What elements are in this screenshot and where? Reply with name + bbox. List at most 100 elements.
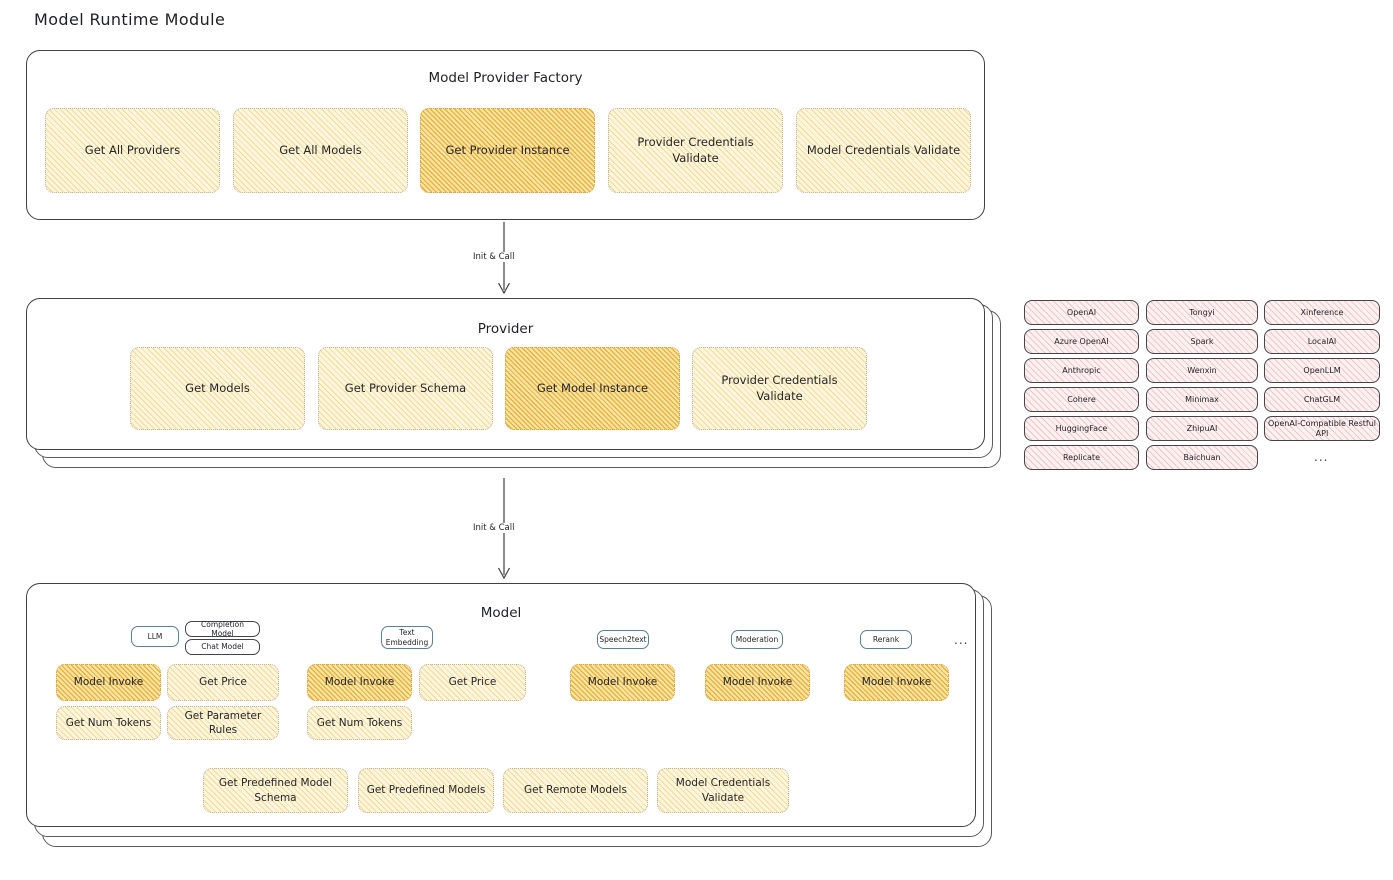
badge-text-embedding[interactable]: Text Embedding — [381, 626, 433, 649]
badge-label: Speech2text — [599, 634, 647, 644]
chip-label: LocalAI — [1307, 336, 1337, 346]
node-text-embedding-get-num-tokens[interactable]: Get Num Tokens — [307, 706, 412, 740]
provider-chip-cohere[interactable]: Cohere — [1024, 387, 1139, 412]
chip-label: OpenAI-Compatible Restful API — [1268, 418, 1376, 438]
node-speech2text-model-invoke[interactable]: Model Invoke — [570, 664, 675, 701]
node-label: Get Remote Models — [524, 784, 627, 797]
chip-label: Cohere — [1067, 394, 1096, 404]
badge-rerank[interactable]: Rerank — [860, 630, 912, 649]
provider-chip-wenxin[interactable]: Wenxin — [1146, 358, 1258, 383]
node-rerank-model-invoke[interactable]: Model Invoke — [844, 664, 949, 701]
node-text-embedding-model-invoke[interactable]: Model Invoke — [307, 664, 412, 701]
chip-label: Spark — [1190, 336, 1214, 346]
node-get-remote-models[interactable]: Get Remote Models — [503, 768, 648, 813]
chip-label: HuggingFace — [1055, 423, 1108, 433]
node-provider-credentials-validate[interactable]: Provider Credentials Validate — [608, 108, 783, 193]
node-llm-get-num-tokens[interactable]: Get Num Tokens — [56, 706, 161, 740]
provider-list: OpenAI Azure OpenAI Anthropic Cohere Hug… — [1024, 300, 1380, 475]
provider-chip-openai-compatible-restful-api[interactable]: OpenAI-Compatible Restful API — [1264, 416, 1380, 441]
node-label: Get Model Instance — [536, 380, 649, 395]
chip-label: OpenLLM — [1303, 365, 1341, 375]
node-label: Get Num Tokens — [65, 716, 152, 729]
chip-label: Tongyi — [1189, 307, 1215, 317]
connector-label-init-call-1: Init & Call — [470, 252, 518, 262]
node-label: Model Credentials Validate — [806, 142, 961, 157]
provider-chip-tongyi[interactable]: Tongyi — [1146, 300, 1258, 325]
node-get-predefined-models[interactable]: Get Predefined Models — [358, 768, 494, 813]
node-label: Get Price — [448, 676, 497, 689]
chip-label: OpenAI — [1066, 307, 1097, 317]
node-get-models[interactable]: Get Models — [130, 347, 305, 430]
node-provider-credentials-validate-2[interactable]: Provider Credentials Validate — [692, 347, 867, 430]
chip-label: Anthropic — [1062, 365, 1101, 375]
node-label: Model Invoke — [324, 676, 395, 689]
node-label: Get Provider Schema — [344, 380, 467, 395]
provider-chip-replicate[interactable]: Replicate — [1024, 445, 1139, 470]
node-moderation-model-invoke[interactable]: Model Invoke — [705, 664, 810, 701]
chip-label: Xinference — [1300, 307, 1344, 317]
badge-completion-model[interactable]: Completion Model — [185, 619, 260, 638]
provider-chip-anthropic[interactable]: Anthropic — [1024, 358, 1139, 383]
node-label: Get Models — [185, 380, 250, 395]
badge-label: Text Embedding — [385, 628, 429, 647]
badge-llm[interactable]: LLM — [131, 626, 179, 647]
node-llm-get-price[interactable]: Get Price — [167, 664, 279, 701]
node-label: Provider Credentials Validate — [721, 372, 838, 403]
node-label: Get Parameter Rules — [184, 709, 262, 736]
node-get-predefined-model-schema[interactable]: Get Predefined Model Schema — [203, 768, 348, 813]
node-label: Provider Credentials Validate — [637, 134, 754, 165]
node-label: Get All Providers — [84, 142, 181, 157]
node-get-provider-instance[interactable]: Get Provider Instance — [420, 108, 595, 193]
node-model-credentials-validate[interactable]: Model Credentials Validate — [796, 108, 971, 193]
provider-chip-minimax[interactable]: Minimax — [1146, 387, 1258, 412]
connector-label-init-call-2: Init & Call — [470, 523, 518, 533]
node-label: Get Predefined Model Schema — [218, 777, 333, 804]
chip-label: Azure OpenAI — [1054, 336, 1109, 346]
provider-chip-spark[interactable]: Spark — [1146, 329, 1258, 354]
provider-chip-xinference[interactable]: Xinference — [1264, 300, 1380, 325]
provider-chip-zhipuai[interactable]: ZhipuAI — [1146, 416, 1258, 441]
badge-moderation[interactable]: Moderation — [731, 630, 783, 649]
node-model-credentials-validate-3[interactable]: Model Credentials Validate — [657, 768, 789, 813]
badge-label: Completion Model — [201, 619, 244, 638]
panel-title-provider: Provider — [477, 321, 534, 337]
node-get-model-instance[interactable]: Get Model Instance — [505, 347, 680, 430]
provider-chip-azure-openai[interactable]: Azure OpenAI — [1024, 329, 1139, 354]
node-text-embedding-get-price[interactable]: Get Price — [419, 664, 526, 701]
page-title: Model Runtime Module — [34, 10, 226, 29]
badge-speech2text[interactable]: Speech2text — [597, 630, 649, 649]
panel-title-model: Model — [480, 605, 522, 621]
chip-label: Wenxin — [1187, 365, 1217, 375]
panel-title-model-provider-factory: Model Provider Factory — [428, 70, 583, 86]
node-get-provider-schema[interactable]: Get Provider Schema — [318, 347, 493, 430]
badge-chat-model[interactable]: Chat Model — [185, 639, 260, 655]
chip-label: ZhipuAI — [1186, 423, 1218, 433]
node-label: Get Price — [199, 676, 247, 689]
badge-label: LLM — [147, 631, 163, 641]
node-label: Model Credentials Validate — [675, 777, 771, 804]
provider-chip-localai[interactable]: LocalAI — [1264, 329, 1380, 354]
node-label: Model Invoke — [722, 676, 793, 689]
panel-provider: Provider Get Models Get Provider Schema … — [26, 298, 985, 450]
node-label: Get All Models — [279, 142, 362, 157]
chip-label: Replicate — [1062, 452, 1100, 462]
node-label: Get Provider Instance — [445, 142, 570, 157]
panel-model: Model LLM Completion Model Chat Model Mo… — [26, 583, 976, 827]
provider-chip-baichuan[interactable]: Baichuan — [1146, 445, 1258, 470]
badge-label: Chat Model — [201, 642, 244, 652]
node-llm-get-parameter-rules[interactable]: Get Parameter Rules — [167, 706, 279, 740]
chip-label: Minimax — [1185, 394, 1219, 404]
node-label: Model Invoke — [587, 676, 658, 689]
node-get-all-providers[interactable]: Get All Providers — [45, 108, 220, 193]
node-label: Model Invoke — [73, 676, 144, 689]
provider-chip-openllm[interactable]: OpenLLM — [1264, 358, 1380, 383]
chip-label: Baichuan — [1183, 452, 1221, 462]
panel-model-provider-factory: Model Provider Factory Get All Providers… — [26, 50, 985, 220]
node-get-all-models[interactable]: Get All Models — [233, 108, 408, 193]
provider-chip-huggingface[interactable]: HuggingFace — [1024, 416, 1139, 441]
provider-chip-openai[interactable]: OpenAI — [1024, 300, 1139, 325]
node-llm-model-invoke[interactable]: Model Invoke — [56, 664, 161, 701]
provider-chip-chatglm[interactable]: ChatGLM — [1264, 387, 1380, 412]
node-label: Model Invoke — [861, 676, 932, 689]
node-label: Get Predefined Models — [366, 784, 486, 797]
